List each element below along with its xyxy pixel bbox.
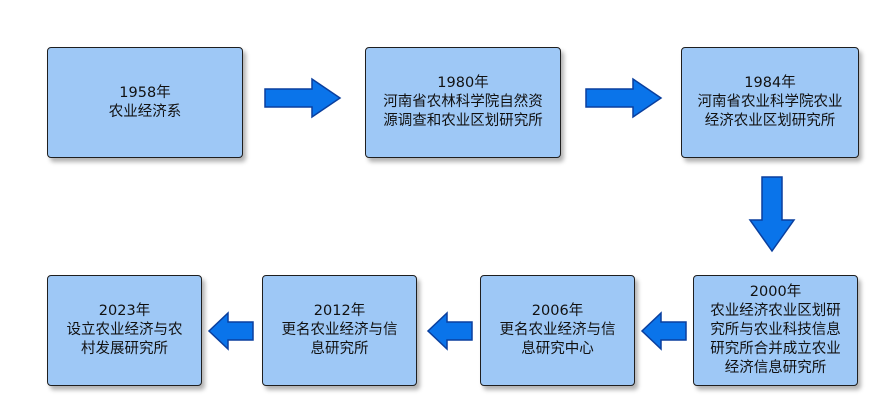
node-text-line: 农业经济系 <box>108 103 182 120</box>
node-text-line: 河南省农业科学院农业 <box>697 94 843 110</box>
node-text-line: 经济农业区划研究所 <box>704 113 836 129</box>
arrow-down-icon <box>748 176 796 253</box>
node-2006: 2006年 更名农业经济与信 息研究中心 <box>480 275 635 386</box>
node-text-line: 源调查和农业区划研究所 <box>383 113 543 129</box>
arrow-right-icon <box>585 77 663 119</box>
node-text-line: 更名农业经济与信 <box>499 322 616 338</box>
node-year: 2012年 <box>313 303 366 319</box>
arrow-left-icon <box>426 311 473 351</box>
arrow-left-icon <box>640 311 687 351</box>
node-year: 1980年 <box>437 75 489 91</box>
node-2012: 2012年 更名农业经济与信 息研究所 <box>262 275 417 386</box>
node-text-line: 农业经济农业区划研 <box>710 303 841 319</box>
node-year: 1984年 <box>744 75 796 91</box>
node-text-line: 经济信息研究所 <box>724 360 827 376</box>
arrow-right-icon <box>264 77 342 119</box>
node-year: 2006年 <box>531 303 584 319</box>
node-text-line: 更名农业经济与信 <box>281 322 398 338</box>
node-1984: 1984年 河南省农业科学院农业 经济农业区划研究所 <box>681 47 859 158</box>
node-1980: 1980年 河南省农林科学院自然资 源调查和农业区划研究所 <box>365 47 561 158</box>
node-year: 2000年 <box>749 284 802 300</box>
arrow-left-icon <box>207 311 254 351</box>
node-year: 1958年 <box>119 84 171 101</box>
node-text-line: 村发展研究所 <box>81 341 168 357</box>
node-text-line: 息研究所 <box>310 341 369 357</box>
node-2000: 2000年 农业经济农业区划研 究所与农业科技信息 研究所合并成立农业 经济信息… <box>693 275 858 386</box>
node-1958: 1958年 农业经济系 <box>47 47 243 158</box>
node-text-line: 河南省农林科学院自然资 <box>383 94 543 110</box>
node-text-line: 设立农业经济与农 <box>66 322 183 338</box>
node-2023: 2023年 设立农业经济与农 村发展研究所 <box>47 275 202 386</box>
node-text-line: 究所与农业科技信息 <box>710 322 841 338</box>
node-text-line: 息研究中心 <box>521 341 594 357</box>
node-text-line: 研究所合并成立农业 <box>710 341 841 357</box>
node-year: 2023年 <box>98 303 151 319</box>
